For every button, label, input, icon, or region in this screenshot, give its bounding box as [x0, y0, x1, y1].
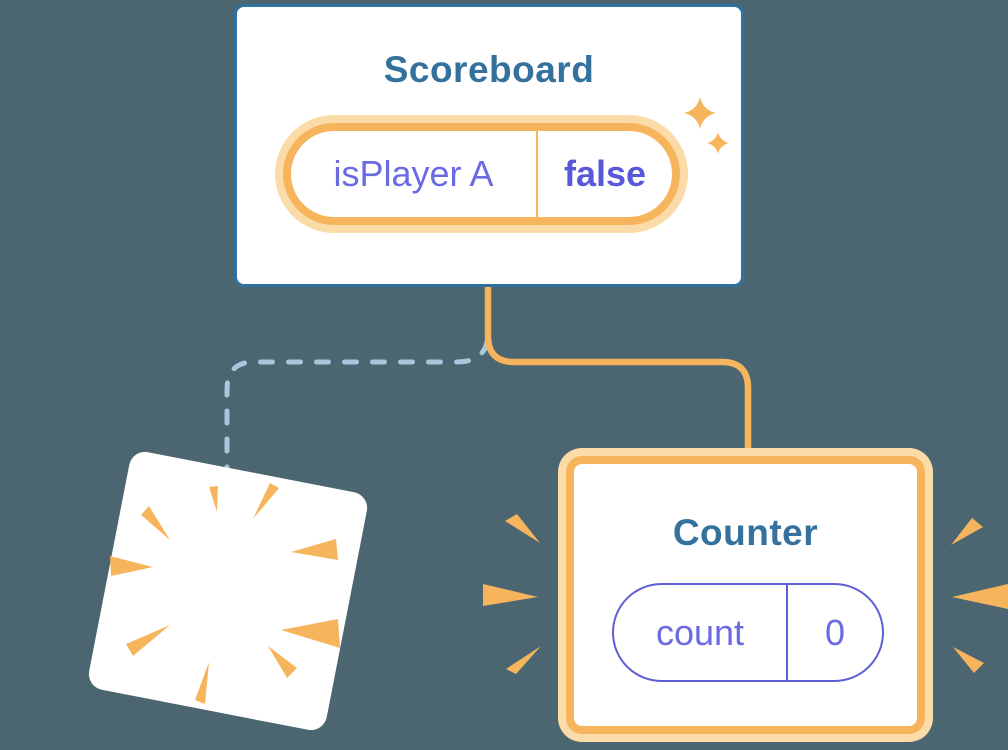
emphasis-burst-right-icon	[951, 518, 1008, 673]
counter-state-value: 0	[824, 611, 846, 653]
scoreboard-state-label: isPlayer A	[291, 131, 538, 217]
scoreboard-title: Scoreboard	[383, 49, 595, 90]
solid-connector	[484, 281, 752, 460]
counter-state-label: count	[614, 585, 788, 680]
counter-state-pill: count 0	[612, 583, 884, 682]
scoreboard-state-value: false	[563, 153, 647, 194]
counter-title: Counter	[672, 512, 819, 553]
dashed-connector	[224, 339, 490, 473]
emphasis-burst-left-icon	[483, 514, 541, 674]
poof-wedges	[110, 483, 340, 704]
poof-square	[88, 451, 368, 731]
scoreboard-state-pill: isPlayer A false	[283, 123, 680, 225]
poof-burst-icon	[88, 451, 368, 731]
sparkles-icon	[684, 97, 729, 154]
